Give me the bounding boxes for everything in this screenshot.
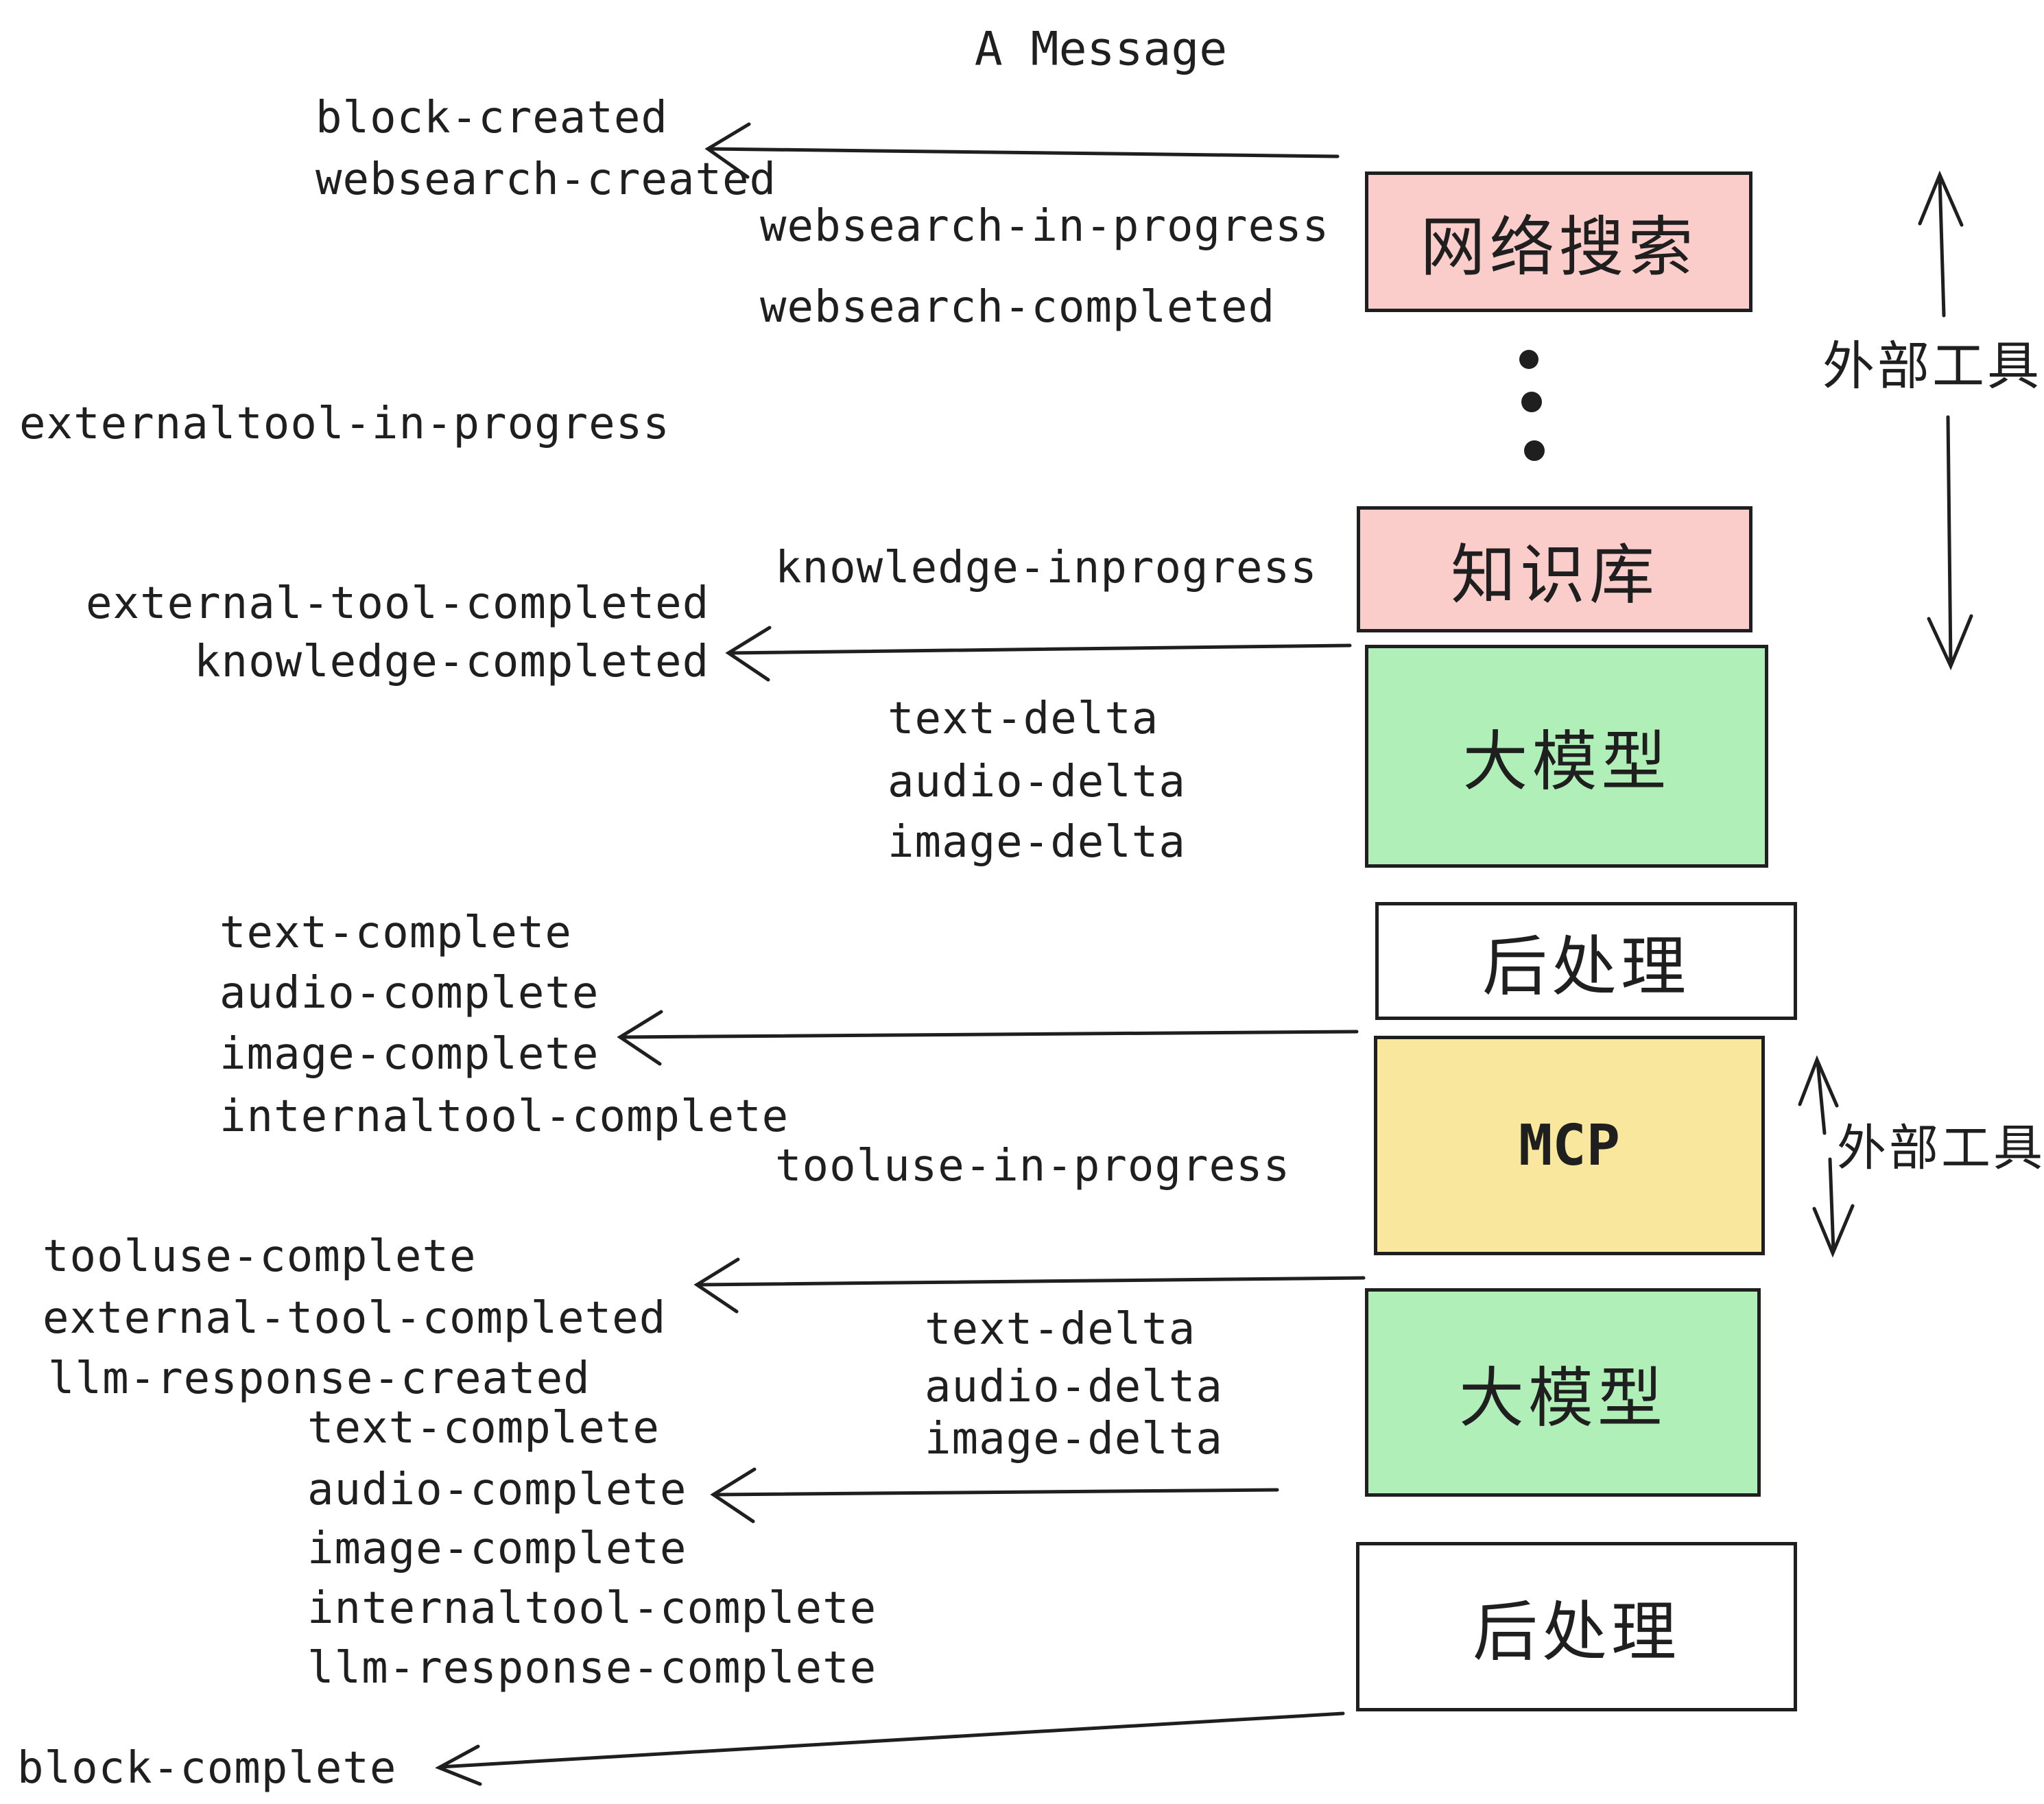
node-postprocess-2: 后处理	[1356, 1542, 1797, 1711]
event-block-complete: block-complete	[17, 1743, 397, 1794]
event-image-complete-1: image-complete	[219, 1029, 599, 1080]
event-external-tool-completed-1: external-tool-completed	[86, 578, 710, 629]
arrow-left-audio-complete	[710, 1467, 1279, 1523]
event-audio-complete-1: audio-complete	[219, 968, 599, 1019]
event-websearch-created: websearch-created	[316, 154, 777, 205]
event-image-delta-2: image-delta	[925, 1414, 1223, 1464]
arrow-left-block-complete	[435, 1711, 1345, 1786]
event-tooluse-in-progress: tooluse-in-progress	[775, 1141, 1291, 1191]
event-text-complete-1: text-complete	[219, 907, 572, 958]
double-arrow-external-tools-top	[1918, 170, 1973, 671]
arrow-left-knowledge-completed	[725, 626, 1352, 682]
node-postprocess-1: 后处理	[1375, 902, 1797, 1020]
event-image-delta-1: image-delta	[888, 817, 1186, 868]
event-websearch-completed: websearch-completed	[760, 282, 1276, 333]
event-text-complete-2: text-complete	[307, 1403, 660, 1453]
node-postprocess-1-label: 后处理	[1482, 929, 1690, 1005]
event-externaltool-in-progress: externaltool-in-progress	[19, 399, 670, 449]
ellipsis-dots	[1519, 350, 1545, 461]
event-text-delta-1: text-delta	[888, 693, 1159, 744]
node-knowledge-base-label: 知识库	[1450, 537, 1659, 613]
event-knowledge-inprogress: knowledge-inprogress	[775, 543, 1318, 593]
event-external-tool-completed-2: external-tool-completed	[43, 1293, 667, 1344]
external-tools-label-top: 外部工具	[1822, 335, 2042, 396]
double-arrow-external-tools-mcp	[1798, 1055, 1855, 1258]
event-llm-response-created: llm-response-created	[48, 1353, 591, 1404]
arrow-left-tooluse-complete	[693, 1257, 1366, 1314]
node-llm-1-label: 大模型	[1462, 724, 1671, 800]
node-websearch: 网络搜索	[1365, 171, 1752, 312]
event-audio-delta-1: audio-delta	[888, 757, 1186, 807]
diagram-title: A Message	[974, 22, 1228, 77]
node-postprocess-2-label: 后处理	[1472, 1595, 1680, 1670]
node-llm-1: 大模型	[1365, 645, 1768, 868]
event-tooluse-complete: tooluse-complete	[43, 1231, 477, 1282]
node-mcp: MCP	[1374, 1036, 1765, 1255]
event-text-delta-2: text-delta	[925, 1304, 1196, 1355]
event-block-created: block-created	[316, 93, 668, 143]
arrow-left-image-complete	[617, 1010, 1359, 1066]
event-llm-response-complete: llm-response-complete	[307, 1643, 877, 1694]
event-websearch-in-progress: websearch-in-progress	[760, 201, 1330, 252]
event-internaltool-complete-1: internaltool-complete	[219, 1091, 789, 1142]
arrow-left-block-created	[704, 122, 1340, 179]
event-audio-complete-2: audio-complete	[307, 1464, 687, 1515]
external-tools-label-mcp: 外部工具	[1837, 1119, 2044, 1177]
event-audio-delta-2: audio-delta	[925, 1362, 1223, 1412]
event-image-complete-2: image-complete	[307, 1523, 687, 1574]
node-llm-2: 大模型	[1365, 1288, 1761, 1497]
node-mcp-label: MCP	[1518, 1113, 1621, 1178]
event-knowledge-completed: knowledge-completed	[194, 637, 710, 687]
node-websearch-label: 网络搜索	[1420, 210, 1698, 285]
node-llm-2-label: 大模型	[1458, 1360, 1667, 1436]
node-knowledge-base: 知识库	[1357, 506, 1752, 632]
event-internaltool-complete-2: internaltool-complete	[307, 1583, 877, 1634]
